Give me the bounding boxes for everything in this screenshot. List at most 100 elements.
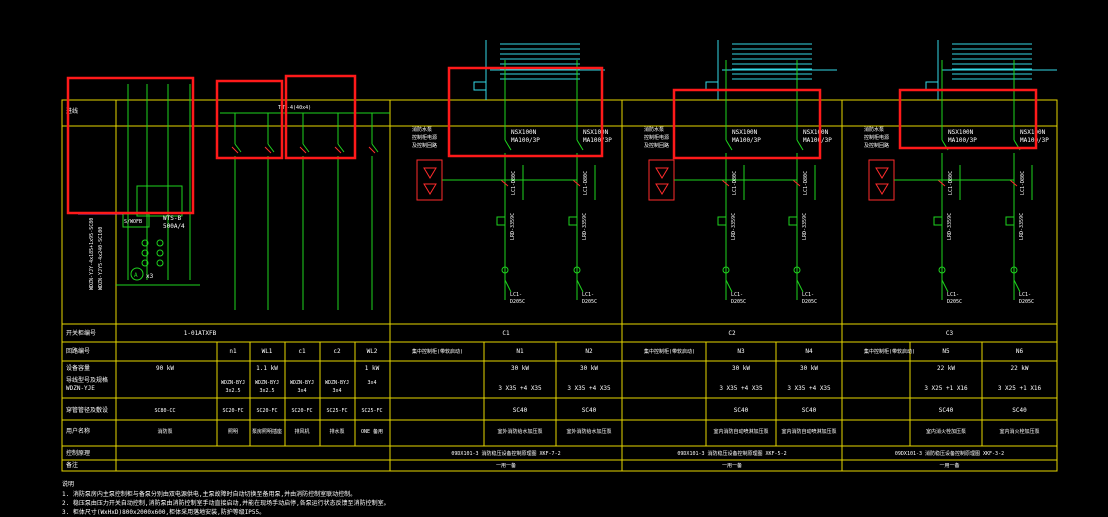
left-cable-size: 3x2.5 — [225, 388, 240, 394]
highlight-box — [898, 88, 1038, 150]
left-capacity: 90 kW — [156, 365, 174, 372]
contactor-label: LC1-D80C — [803, 171, 809, 195]
ammeter-label: A — [134, 272, 138, 279]
star-label: D205C — [802, 299, 817, 305]
breaker-rating: MA100/3P — [1020, 137, 1049, 144]
row-header-mount: 穿管管径及敷设 — [66, 406, 108, 414]
breaker-rating: MA100/3P — [803, 137, 832, 144]
unit-drawing-ref: 09DX101-3 消防稳压设备控制原理图 XKF-7-2 — [451, 450, 560, 457]
breaker-model: NSX100N — [583, 129, 609, 136]
star-contact — [1013, 279, 1021, 293]
left-mount: SC20-FC — [291, 408, 312, 414]
text-layer: 开关柜编号回路编号设备容量导线型号及规格WDZN-YJE穿管管径及敷设用户名称控… — [66, 105, 1049, 469]
pump-use: 室内消防自动喷淋加压泵 — [781, 428, 836, 435]
star-contact — [576, 279, 584, 293]
highlight-box — [672, 88, 822, 160]
spd-element — [156, 259, 164, 267]
relay-label: LRD-3359C — [582, 213, 588, 240]
pump-id: N2 — [585, 348, 593, 355]
spd-element — [141, 249, 149, 257]
unit-cabinet-type: 集中控制柜(带软启动) — [864, 348, 915, 355]
left-cable-size: 3x4 — [297, 388, 306, 394]
ctl-mark — [572, 179, 581, 187]
pump-use: 室外消防给水加压泵 — [566, 428, 611, 435]
breaker-model: NSX100N — [732, 129, 758, 136]
star-contact — [504, 279, 512, 293]
ats-switch — [136, 185, 183, 217]
row-header-cabinet: 开关柜编号 — [66, 329, 96, 337]
left-capacity: 1.1 kW — [256, 365, 278, 372]
star-label: D205C — [582, 299, 597, 305]
contactor-label: LC1-D80C — [948, 171, 954, 195]
ctl-mark — [721, 179, 730, 187]
left-mount: SC20-FC — [222, 408, 243, 414]
spd-element — [141, 259, 149, 267]
pump-mount: SC40 — [939, 407, 954, 414]
motor-icon — [722, 266, 730, 274]
unit-panel-label: 控制柜电源 — [412, 134, 437, 141]
left-user: 排水泵 — [329, 428, 344, 435]
pump-status-icon — [875, 167, 889, 179]
star-label: LC1- — [510, 292, 522, 298]
pump-mount: SC40 — [582, 407, 597, 414]
ats-box-label: S/WOFB — [124, 219, 142, 225]
relay-label: LRD-3359C — [1019, 213, 1025, 240]
highlight-box — [66, 76, 195, 215]
breaker-contact — [302, 143, 310, 153]
pump-id: N4 — [805, 348, 813, 355]
ats-label: WTS-B — [163, 215, 181, 222]
star-contact — [941, 279, 949, 293]
row-header-principle: 控制原理 — [66, 449, 90, 457]
relay-box — [1005, 216, 1015, 226]
signal-box — [473, 81, 487, 91]
breaker-mark — [368, 146, 376, 154]
breaker-rating: MA100/3P — [583, 137, 612, 144]
star-label: LC1- — [947, 292, 959, 298]
notes-title: 说明 — [62, 481, 75, 488]
unit-remark: 一用一备 — [496, 462, 516, 469]
left-user: ONE 备用 — [361, 428, 383, 435]
left-mount: SC20-FC — [256, 408, 277, 414]
pump-mount: SC40 — [734, 407, 749, 414]
spd-element — [156, 249, 164, 257]
unit-drawing-ref: 09DX101-3 消防稳压设备控制原理图 XKF-5-2 — [677, 450, 786, 457]
note-line-2: 2. 稳压泵由压力开关自动控制,消防泵由消防控制室手动直接启动,并能在现场手动启… — [62, 500, 390, 507]
breaker-model: NSX100N — [511, 129, 537, 136]
star-label: D205C — [510, 299, 525, 305]
pump-power: 30 kW — [580, 365, 598, 372]
left-capacity: 1 kW — [365, 365, 380, 372]
pump-cable: 3 X25 +1 X16 — [998, 385, 1042, 392]
relay-label: LRD-3359C — [947, 213, 953, 240]
left-mount: SC80-CC — [154, 408, 175, 414]
unit-panel-label: 控制柜电源 — [644, 134, 669, 141]
row-header-cable-type: WDZN-YJE — [66, 385, 95, 392]
highlight-layer — [66, 66, 1038, 215]
pump-status-icon — [423, 167, 437, 179]
highlight-box — [215, 79, 284, 160]
unit-drawing-ref: 09DX101-3 消防稳压设备控制原理图 XKF-3-2 — [895, 450, 1004, 457]
unit-remark: 一用一备 — [722, 462, 742, 469]
pump-mount: SC40 — [802, 407, 817, 414]
unit-cabinet-type: 集中控制柜(带软启动) — [412, 348, 463, 355]
pump-power: 30 kW — [511, 365, 529, 372]
ctl-mark — [792, 179, 801, 187]
left-cable-size: 3x4 — [332, 388, 341, 394]
incoming-label: 进线 — [66, 107, 78, 115]
relay-box — [717, 216, 727, 226]
breaker-contact — [576, 139, 584, 151]
note-line-1: 1. 消防泵房内主泵控制柜与备泵分别由双电源供电,主泵故障时自动切换至备用泵,并… — [62, 491, 357, 498]
pump-status-icon — [875, 183, 889, 195]
pump-status-icon — [423, 183, 437, 195]
pump-use: 室内消防自动喷淋加压泵 — [713, 428, 768, 435]
unit-panel-label: 消防水泵 — [644, 126, 664, 133]
left-cable-size: 3x2.5 — [259, 388, 274, 394]
ammeter-tag: x3 — [146, 273, 154, 280]
left-user: 泵房照明插座 — [252, 428, 282, 435]
unit-remark: 一用一备 — [939, 462, 959, 469]
relay-label: LRD-3359C — [731, 213, 737, 240]
note-line-3: 3. 柜体尺寸(WxHxD)800x2000x600,柜体采用落地安装,防护等级… — [62, 509, 266, 516]
pump-id: N6 — [1016, 348, 1024, 355]
row-header-circuit: 回路编号 — [66, 347, 90, 355]
breaker-model: NSX100N — [948, 129, 974, 136]
breaker-contact — [337, 143, 345, 153]
